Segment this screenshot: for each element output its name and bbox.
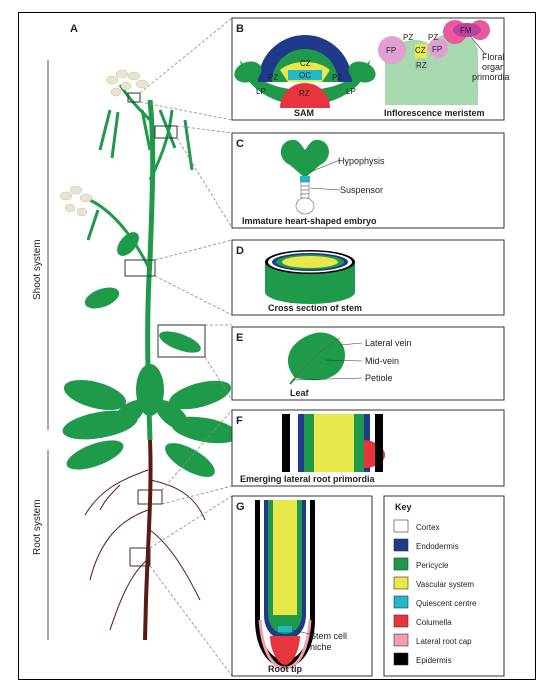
key-label: Vascular system [416, 580, 474, 589]
sam-lp-right-label: LP [346, 87, 356, 96]
key-swatch [394, 558, 408, 570]
panel-d: D Cross section of stem [232, 240, 504, 315]
flower-cluster-side [60, 186, 92, 216]
panel-f-label: F [236, 415, 243, 427]
infl-fm-label: FM [460, 26, 472, 35]
panel-g-caption: Root tip [268, 664, 302, 674]
key-swatch [394, 577, 408, 589]
infl-fp-right-label: FP [432, 45, 442, 54]
panel-c: C Hypophysis Suspensor Immature heart-sh… [232, 133, 504, 228]
panel-g: G Stem cell niche Root tip [232, 496, 372, 676]
panel-g-label: G [236, 501, 245, 513]
key-swatch [394, 615, 408, 627]
panel-e: E Lateral vein Mid-vein Petiole Leaf [232, 327, 504, 400]
sam-pz-right-label: PZ [332, 73, 342, 82]
infl-rz-label: RZ [416, 61, 427, 70]
key-label: Lateral root cap [416, 637, 472, 646]
key-label: Cortex [416, 523, 440, 532]
key-swatch [394, 520, 408, 532]
lateral-vein-label: Lateral vein [365, 338, 412, 348]
panel-b-label: B [236, 23, 244, 35]
key-label: Endodermis [416, 542, 459, 551]
shoot-system-label: Shoot system [32, 239, 43, 300]
panel-a-label: A [70, 23, 78, 35]
key-swatch [394, 596, 408, 608]
sam-lp-left-label: LP [256, 87, 266, 96]
key-title: Key [395, 502, 412, 512]
infl-cz-label: CZ [415, 46, 426, 55]
panel-b: B CZ OC PZ PZ RZ LP LP SAM [231, 18, 509, 120]
key-label: Epidermis [416, 656, 452, 665]
hypophysis-label: Hypophysis [338, 156, 385, 166]
sam-rz-label: RZ [299, 89, 310, 98]
key-label: Quiescent centre [416, 599, 477, 608]
stem-cell-label-1: Stem cell [310, 631, 347, 641]
floral-label-1: Floral [482, 52, 505, 62]
root-system-label: Root system [32, 499, 43, 555]
panel-c-label: C [236, 138, 244, 150]
infl-pz-left-label: PZ [403, 33, 413, 42]
panel-e-caption: Leaf [290, 388, 310, 398]
suspensor-label: Suspensor [340, 185, 383, 195]
panel-d-label: D [236, 245, 244, 257]
key-swatch [394, 634, 408, 646]
key-label: Columella [416, 618, 452, 627]
inflorescence-caption: Inflorescence meristem [384, 108, 485, 118]
panel-d-caption: Cross section of stem [268, 303, 362, 313]
floral-label-2: organ [482, 62, 505, 72]
infl-fp-left-label: FP [386, 46, 396, 55]
key-swatch [394, 653, 408, 665]
sam-pz-left-label: PZ [268, 73, 278, 82]
mid-vein-label: Mid-vein [365, 356, 399, 366]
panel-e-label: E [236, 332, 243, 344]
panel-f: F Emerging lateral root primordia [232, 410, 504, 486]
sam-cz-label: CZ [300, 59, 311, 68]
panel-c-caption: Immature heart-shaped embryo [242, 216, 377, 226]
floral-label-3: primordia [472, 72, 510, 82]
stem-cell-label-2: niche [310, 642, 332, 652]
petiole-label: Petiole [365, 373, 393, 383]
sam-caption: SAM [294, 108, 314, 118]
panel-f-caption: Emerging lateral root primordia [240, 474, 376, 484]
sam-oc-label: OC [299, 71, 311, 80]
infl-pz-right-label: PZ [428, 33, 438, 42]
key-label: Pericycle [416, 561, 449, 570]
key-swatch [394, 539, 408, 551]
